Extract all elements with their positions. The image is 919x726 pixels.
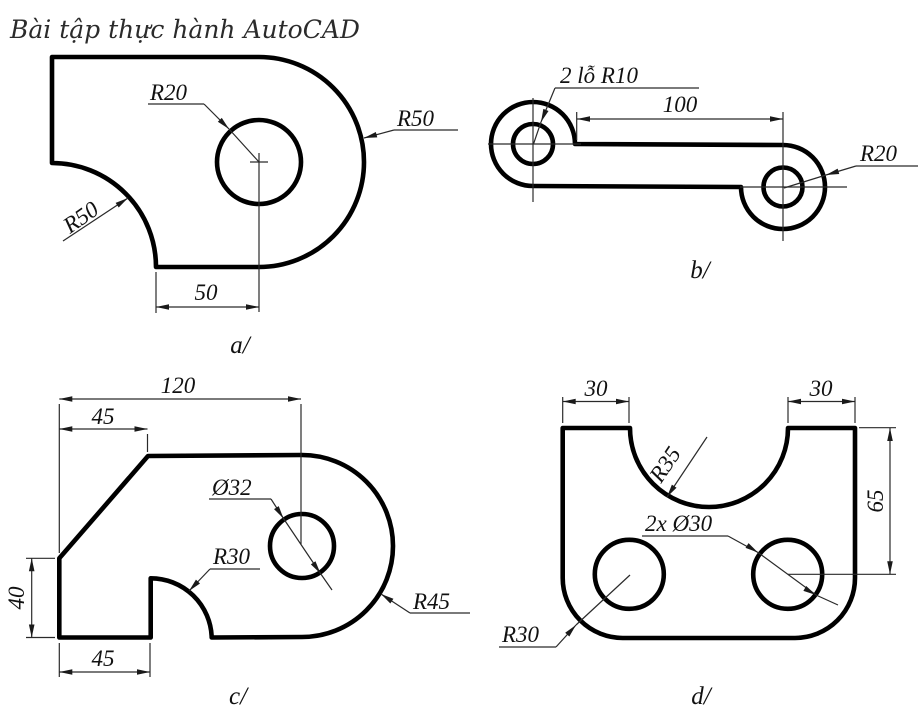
leader-a-r20-tail [228,128,260,163]
label-a-r50-outer: R50 [396,106,435,131]
figure-b-caption: b/ [690,257,712,284]
label-c-r45: R45 [412,589,450,614]
dim-b-100-text: 100 [663,92,698,117]
figure-b: 100 2 lỗ R10 R20 b/ [488,63,918,284]
figure-a-caption: a/ [230,332,252,359]
figure-c-caption: c/ [229,683,249,710]
leader-b-r20-tail [783,174,827,189]
label-a-r50-notch: R50 [58,196,104,239]
label-d-holes: 2x Ø30 [645,511,713,536]
figure-d-hole-left [592,537,667,612]
figure-c: 120 45 40 45 Ø32 R45 R30 c/ [4,373,470,710]
label-c-d32: Ø32 [211,475,252,500]
figure-c-outline [57,452,396,640]
figure-a: R20 R50 R50 50 a/ [49,54,458,359]
leader-b-holes-tail [532,121,542,145]
leader-d-r30-tail [575,574,631,626]
leader-a-r50-notch-arrow [62,197,129,242]
label-c-r30: R30 [212,544,251,569]
sheet-title: Bài tập thực hành AutoCAD [9,15,360,44]
leader-b-holes-arrow [540,87,556,123]
dim-d-30R-text: 30 [809,376,834,401]
dim-d-65-text: 65 [863,490,888,513]
leader-d-r35-arrow [666,436,708,498]
dim-c-40-text: 40 [4,586,29,610]
dim-c-45bot-text: 45 [92,646,115,671]
leader-a-r50-outer-arrow [363,129,395,139]
label-b-r20: R20 [859,141,898,166]
figure-a-outline [49,54,367,270]
figure-d-caption: d/ [691,683,713,710]
label-a-r20: R20 [149,80,188,105]
leader-d-r30-arrow [555,624,577,648]
label-b-holes: 2 lỗ R10 [560,63,638,88]
leader-b-r20-arrow [825,165,857,176]
figure-d: 30 30 65 R35 2x Ø30 R30 d/ [499,376,896,710]
label-d-r30: R30 [501,622,540,647]
figure-d-outline [560,425,858,641]
dim-a-50-text: 50 [195,280,219,305]
dim-c-120-text: 120 [161,373,196,398]
leader-d-holes-line [727,535,839,606]
dim-c-45top-text: 45 [92,404,115,429]
leader-c-r30-arrow [188,568,211,592]
leader-c-r45-arrow [380,593,411,614]
dim-d-30L-text: 30 [584,376,609,401]
leader-a-r20-arrow [203,103,230,130]
leader-c-d32-line [270,498,333,591]
